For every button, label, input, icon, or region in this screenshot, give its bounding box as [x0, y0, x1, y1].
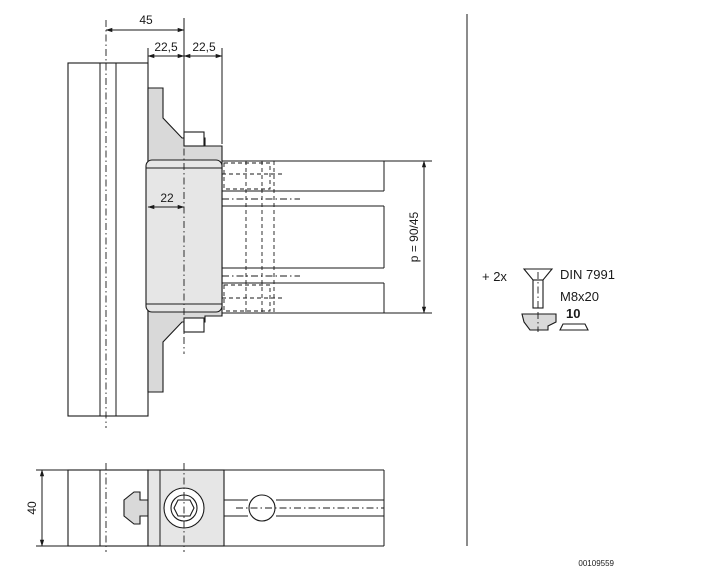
drawing-number: 00109559 [578, 559, 614, 568]
right-profile [222, 160, 385, 314]
pitch-label: p = 90/45 [407, 211, 421, 262]
dimension-22-5-left-label: 22,5 [154, 40, 178, 54]
side-view: 40 [25, 463, 385, 552]
connector-bracket [145, 87, 223, 393]
dimension-top: 45 22,5 22,5 [105, 13, 223, 144]
fastener-quantity: + 2x [482, 269, 507, 284]
countersunk-screw-icon [522, 268, 554, 310]
fastener-size: M8x20 [560, 289, 599, 304]
dimension-22-label: 22 [160, 191, 174, 205]
fastener-standard: DIN 7991 [560, 267, 615, 282]
spring-washer-icon [559, 323, 589, 331]
fastener-key-size: 10 [566, 306, 580, 321]
dimension-22-5-right-label: 22,5 [192, 40, 216, 54]
top-view: 45 22,5 22,5 22 p = 90/45 [67, 13, 432, 428]
fastener-note: + 2x DIN 7991 M8x20 10 [482, 267, 615, 332]
t-nut-icon [521, 312, 557, 332]
dimension-pitch: p = 90/45 [384, 160, 432, 314]
dimension-40-label: 40 [25, 501, 39, 515]
dimension-22: 22 [147, 191, 185, 210]
left-profile [67, 20, 149, 428]
dimension-40: 40 [25, 469, 68, 547]
dimension-45-label: 45 [139, 13, 153, 27]
